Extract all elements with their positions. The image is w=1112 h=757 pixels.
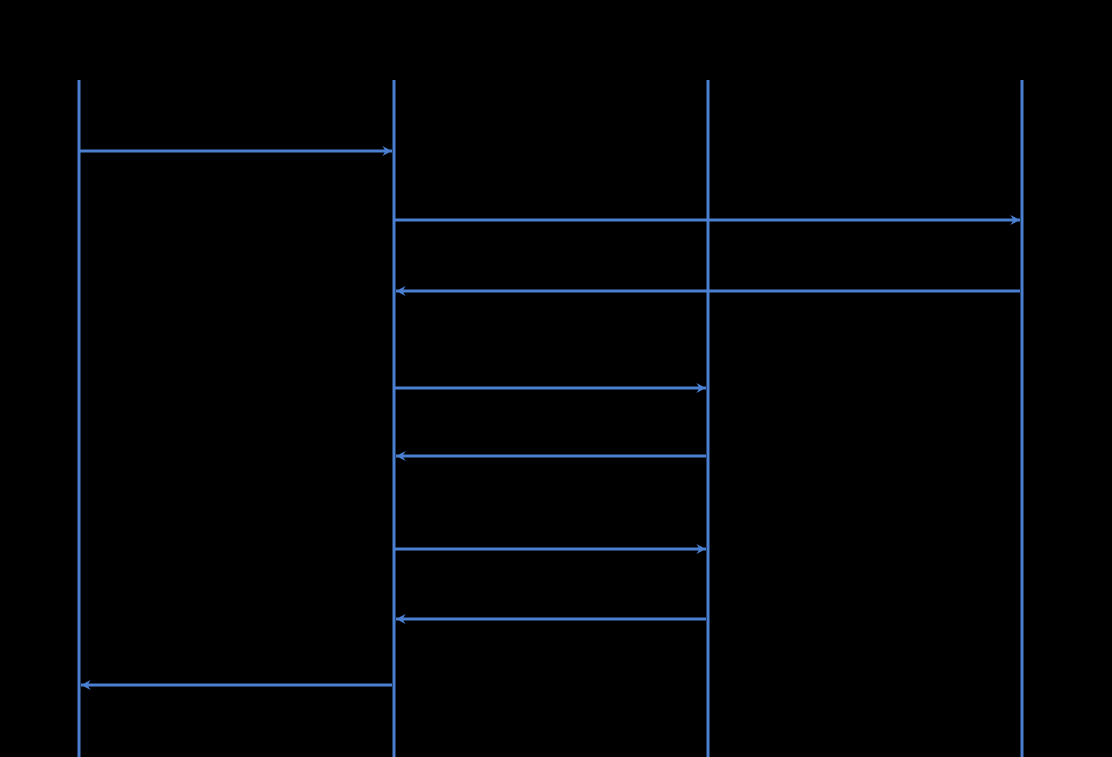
messages-group — [79, 145, 1020, 691]
lifelines-group — [77, 80, 1024, 757]
